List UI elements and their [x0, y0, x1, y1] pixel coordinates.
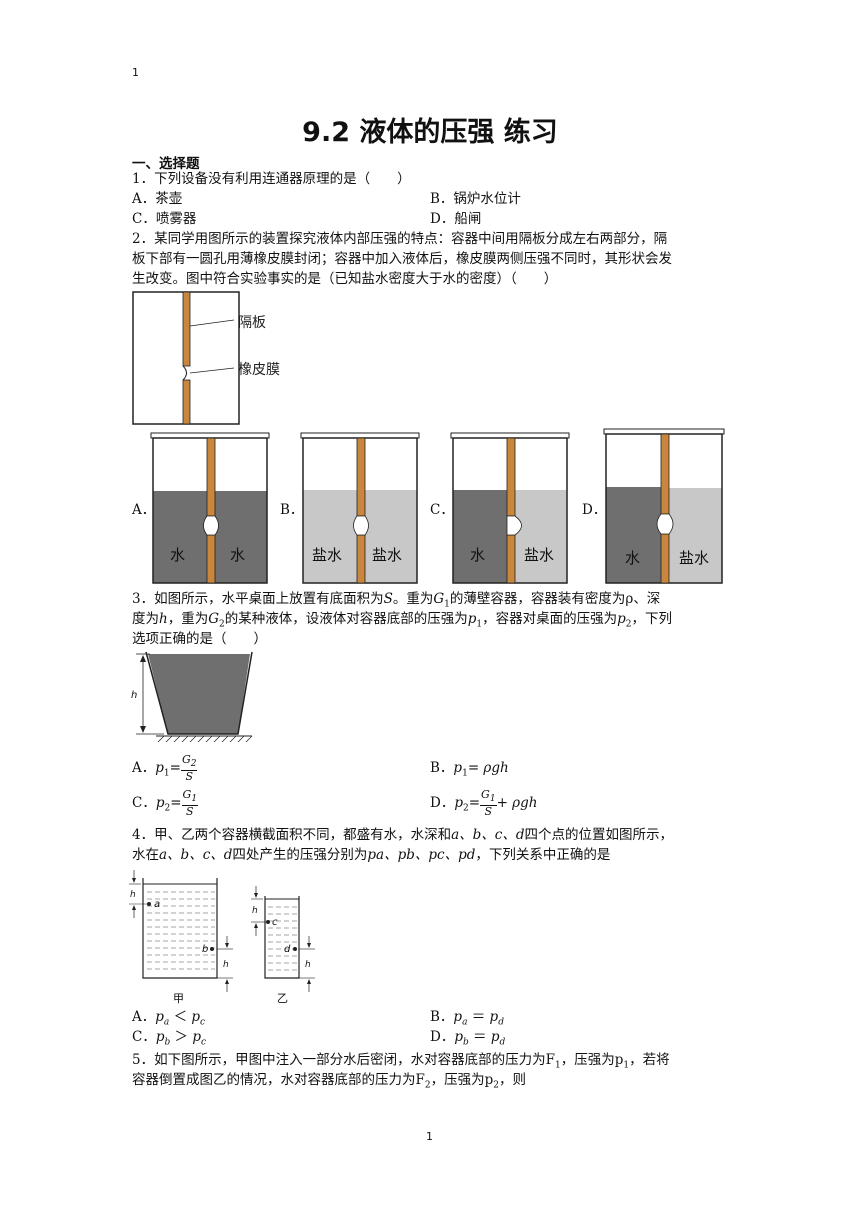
- q1-option-a: A．茶壶: [132, 191, 183, 207]
- label-brine: 盐水: [524, 546, 554, 564]
- page-number-top: 1: [132, 66, 139, 79]
- svg-text:d: d: [284, 944, 291, 955]
- q1-option-c: C．喷雾器: [132, 211, 197, 227]
- q4-line-1: 4．甲、乙两个容器横截面积不同，都盛有水，水深和a、b、c、d四个点的位置如图所…: [132, 827, 673, 843]
- q2-line-3: 生改变。图中符合实验事实的是（已知盐水密度大于水的密度）（ ）: [132, 271, 558, 287]
- svg-text:h: h: [223, 960, 229, 970]
- q2-apparatus-figure: 隔板 橡皮膜: [132, 291, 280, 425]
- q2-line-1: 2．某同学用图所示的装置探究液体内部压强的特点：容器中间用隔板分成左右两部分，隔: [132, 231, 668, 247]
- q3-line-2: 度为h，重为G2的某种液体，设液体对容器底部的压强为p1，容器对桌面的压强为p2…: [132, 611, 673, 630]
- q3-line-3: 选项正确的是（ ）: [132, 631, 267, 647]
- q5-line-2: 容器倒置成图乙的情况，水对容器底部的压力为F2，压强为p2，则: [132, 1072, 526, 1091]
- svg-text:a: a: [154, 899, 160, 910]
- q1-stem: 1．下列设备没有利用连通器原理的是（ ）: [132, 171, 411, 187]
- q4-option-b: B．pa ＝ pd: [430, 1009, 504, 1028]
- q2-figure-b: 盐水 盐水: [300, 432, 420, 584]
- q1-option-d: D．船闸: [430, 211, 482, 227]
- svg-text:b: b: [202, 944, 208, 955]
- q3-line-1: 3．如图所示，水平桌面上放置有底面积为S。重为G1的薄壁容器，容器装有密度为ρ、…: [132, 591, 661, 610]
- container-yi: c d h h 乙: [251, 886, 315, 1005]
- label-membrane: 橡皮膜: [238, 362, 280, 378]
- q2-option-d: D．: [582, 502, 607, 518]
- svg-text:h: h: [130, 890, 136, 900]
- container-jia: a b h h 甲: [129, 870, 233, 1005]
- label-water-right: 水: [230, 546, 245, 564]
- label-water-left: 水: [170, 546, 185, 564]
- q1-option-b: B．锅炉水位计: [430, 191, 521, 207]
- label-jia: 甲: [173, 992, 184, 1005]
- label-board: 隔板: [238, 315, 266, 331]
- q2-figure-c: 水 盐水: [450, 432, 570, 584]
- q4-line-2: 水在a、b、c、d四处产生的压强分别为pa、pb、pc、pd，下列关系中正确的是: [132, 847, 611, 863]
- svg-text:h: h: [252, 906, 258, 916]
- label-brine-right: 盐水: [372, 546, 402, 564]
- label-brine: 盐水: [679, 549, 709, 567]
- q2-option-b: B．: [280, 502, 304, 518]
- q3-option-b: B．p1= ρgh: [430, 760, 509, 779]
- label-yi: 乙: [277, 992, 288, 1005]
- label-brine-left: 盐水: [312, 546, 342, 564]
- section-heading: 一、选择题: [132, 156, 200, 172]
- svg-text:c: c: [272, 917, 278, 928]
- q4-option-d: D．pb ＝ pd: [430, 1029, 506, 1048]
- q4-option-a: A．pa ＜ pc: [132, 1009, 206, 1028]
- q4-containers-figure: a b h h 甲 c d h: [129, 870, 315, 1005]
- q4-option-c: C．pb ＞ pc: [132, 1029, 207, 1048]
- q2-figure-d: 水 盐水: [603, 428, 725, 584]
- page-number-bottom: 1: [426, 1130, 433, 1143]
- label-water: 水: [625, 549, 640, 567]
- q2-option-c: C．: [430, 502, 454, 518]
- svg-text:h: h: [305, 960, 311, 970]
- page-title: 9.2 液体的压强 练习: [302, 117, 558, 148]
- q2-figure-a: 水 水: [150, 432, 270, 584]
- q2-line-2: 板下部有一圆孔用薄橡皮膜封闭；容器中加入液体后，橡皮膜两侧压强不同时，其形状会发: [132, 251, 672, 267]
- fig-label-h: h: [131, 690, 137, 701]
- label-water: 水: [470, 546, 485, 564]
- q3-container-figure: h: [131, 651, 253, 743]
- q5-line-1: 5．如下图所示，甲图中注入一部分水后密闭，水对容器底部的压力为F1，压强为p1，…: [132, 1052, 670, 1071]
- q2-option-a: A．: [132, 502, 156, 518]
